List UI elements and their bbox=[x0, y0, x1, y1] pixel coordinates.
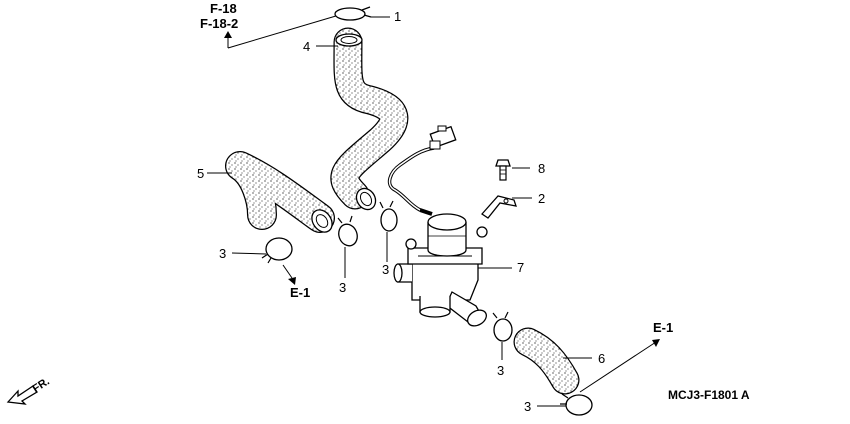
hose-6 bbox=[513, 327, 580, 395]
bracket-2 bbox=[481, 195, 517, 219]
front-direction-arrow bbox=[6, 385, 38, 405]
callout-2: 2 bbox=[538, 191, 546, 206]
clamp-3-b bbox=[379, 200, 398, 232]
ref-label-e1-right[interactable]: E-1 bbox=[653, 320, 674, 335]
callout-6: 6 bbox=[598, 351, 606, 366]
ref-label-e1-left[interactable]: E-1 bbox=[290, 285, 311, 300]
clamp-3-e bbox=[560, 393, 593, 416]
clamp-3-d bbox=[492, 311, 513, 342]
ref-arrow-f18 bbox=[224, 12, 347, 49]
bolt-8 bbox=[495, 159, 511, 181]
callout-4: 4 bbox=[303, 39, 311, 54]
callout-7: 7 bbox=[517, 260, 525, 275]
callout-5: 5 bbox=[197, 166, 205, 181]
clamp-3-c bbox=[261, 237, 293, 264]
ref-arrow-e1-left bbox=[282, 264, 296, 285]
callout-3-c: 3 bbox=[382, 262, 390, 277]
hose-5 bbox=[225, 151, 335, 233]
hose-4 bbox=[330, 27, 409, 211]
wire-harness bbox=[387, 146, 435, 216]
connector bbox=[429, 125, 457, 150]
diagram-code: MCJ3-F1801 A bbox=[668, 388, 750, 402]
callout-3-d: 3 bbox=[497, 363, 505, 378]
clamp-1 bbox=[334, 6, 372, 21]
valve-7 bbox=[393, 213, 488, 327]
callout-3-e: 3 bbox=[524, 399, 532, 414]
ref-arrow-e1-right bbox=[579, 339, 660, 393]
leader-3a bbox=[231, 252, 267, 255]
callout-3-b: 3 bbox=[339, 280, 347, 295]
clamp-3-a bbox=[337, 215, 358, 247]
ref-label-f18[interactable]: F-18 bbox=[210, 1, 237, 16]
callout-8: 8 bbox=[538, 161, 546, 176]
ref-label-f18-2[interactable]: F-18-2 bbox=[200, 16, 239, 31]
callout-1: 1 bbox=[394, 9, 402, 24]
callout-3-a: 3 bbox=[219, 246, 227, 261]
